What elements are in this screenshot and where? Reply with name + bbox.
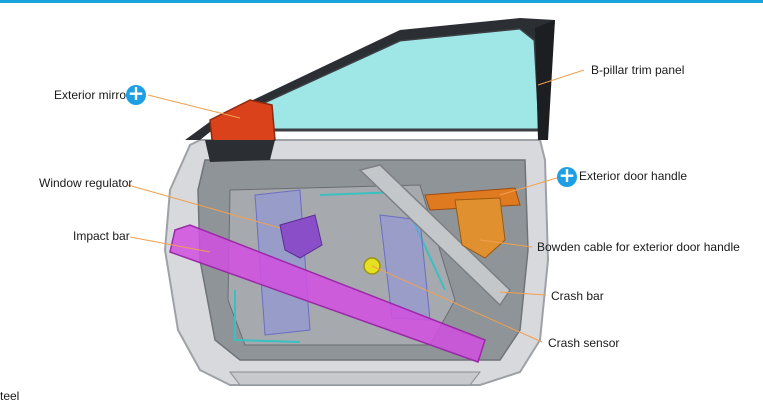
- label-crash-sensor: Crash sensor: [548, 336, 620, 350]
- door-sill: [228, 371, 482, 386]
- leader-b-pillar: [537, 69, 585, 86]
- leader-crash-bar: [499, 291, 547, 296]
- b-pillar-part: [535, 20, 555, 140]
- label-window-regulator: Window regulator: [39, 176, 133, 190]
- footer-fragment-text: teel: [0, 389, 20, 403]
- label-b-pillar-trim-panel: B-pillar trim panel: [591, 63, 685, 77]
- label-crash-bar: Crash bar: [551, 289, 604, 303]
- plus-icon: +: [127, 81, 145, 105]
- leader-bowden-cable: [479, 239, 533, 248]
- leader-window-regulator: [127, 184, 281, 229]
- impact-bar-part: [169, 224, 486, 363]
- crash-bar-part: [358, 164, 511, 307]
- mirror-base: [205, 140, 275, 162]
- label-exterior-door-handle: Exterior door handle: [579, 169, 688, 183]
- top-accent-bar: [0, 0, 763, 3]
- leader-lines: [127, 69, 585, 343]
- handle-mechanism: [454, 197, 506, 259]
- regulator-bracket: [279, 214, 323, 259]
- label-impact-bar: Impact bar: [73, 229, 130, 243]
- leader-exterior-mirror: [147, 94, 241, 119]
- leader-impact-bar: [129, 236, 211, 253]
- plus-icon: +: [558, 163, 576, 187]
- leader-exterior-door-handle: [499, 176, 561, 196]
- leader-crash-sensor: [371, 265, 543, 343]
- label-exterior-mirror: Exterior mirror: [54, 88, 131, 102]
- hotspot-exterior-door-handle[interactable]: +: [557, 163, 577, 187]
- hotspot-exterior-mirror[interactable]: +: [126, 81, 146, 105]
- label-bowden-cable: Bowden cable for exterior door handle: [537, 240, 740, 254]
